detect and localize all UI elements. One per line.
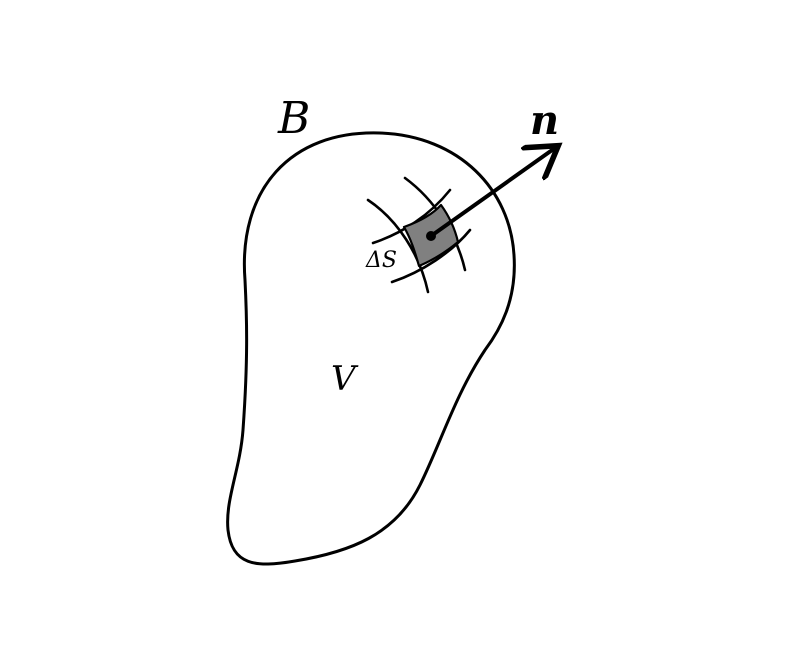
boundary-label: B <box>277 93 310 144</box>
grid-line-lower-cross <box>390 228 472 284</box>
normal-label: n <box>530 97 559 144</box>
normal-origin-dot <box>426 231 436 241</box>
normal-vector-arrow <box>429 148 555 238</box>
grid-line-outer-arc <box>366 198 430 294</box>
boundary-curve <box>226 131 516 566</box>
volume-label: V <box>331 359 359 399</box>
surface-element-label: ΔS <box>365 248 397 273</box>
